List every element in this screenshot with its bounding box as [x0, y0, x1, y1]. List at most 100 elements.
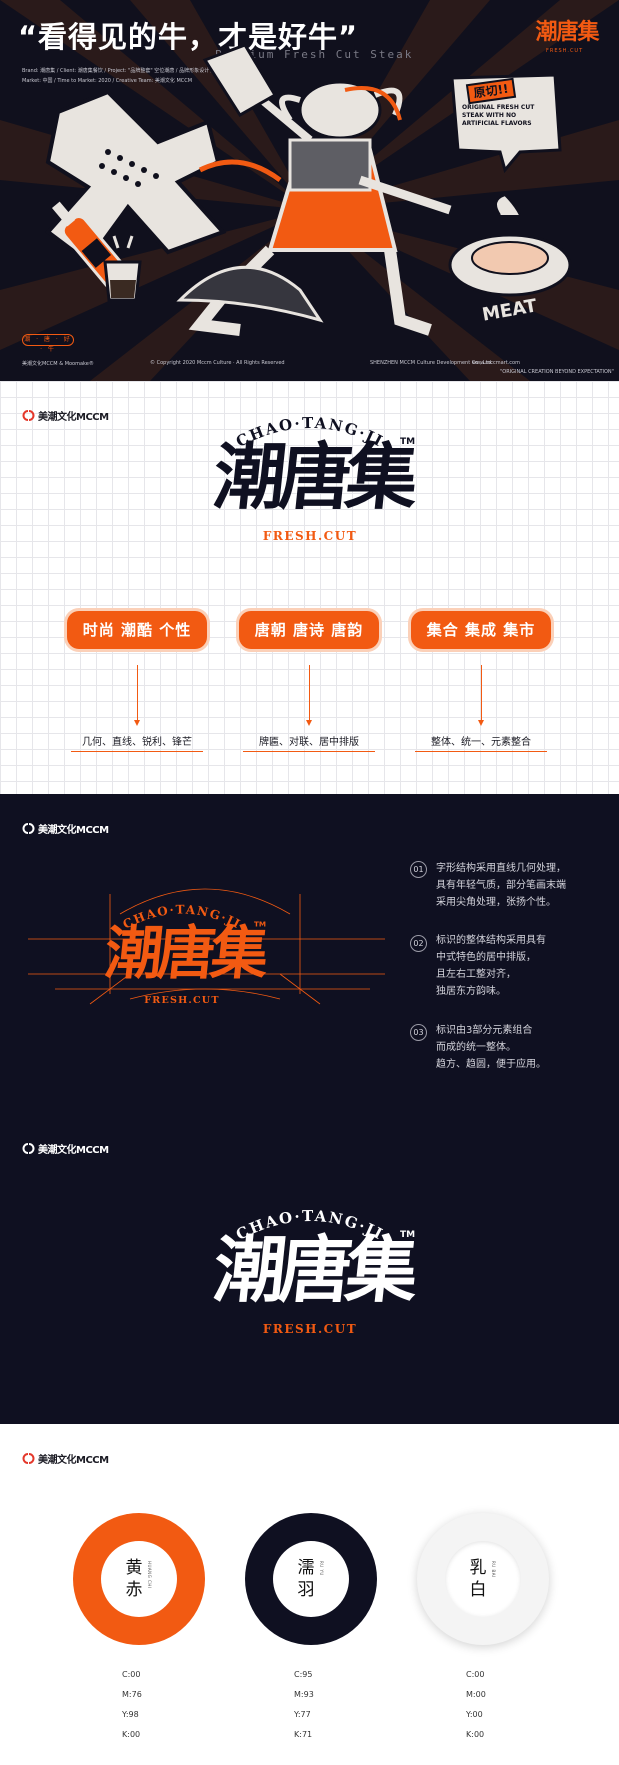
- cmyk-y: Y:77: [294, 1710, 311, 1719]
- color-swatch: 濡羽 RU YU: [245, 1513, 377, 1645]
- arrow-down-icon: [306, 665, 312, 726]
- logo-wordmark: 潮唐集: [209, 435, 417, 519]
- bull-warrior-illustration: [45, 43, 572, 336]
- hero-foot-site: www.mccmart.com: [472, 360, 520, 366]
- logo-arc: CHAO·TANG·JI: [233, 414, 385, 451]
- logo-tm: TM: [254, 920, 267, 929]
- explain-text: 字形结构采用直线几何处理， 具有年轻气质，部分笔画末端 采用尖角处理，张扬个性。: [436, 860, 619, 911]
- reversed-logo: CHAO·TANG·JI 潮唐集 TM FRESH.CUT: [190, 1194, 430, 1364]
- hero-foot-brands: 美潮文化MCCM & Moomake®: [22, 361, 94, 367]
- speech-bubble: [450, 73, 562, 174]
- halftone-glyph-icon: [45, 89, 227, 265]
- explain-line: 采用尖角处理，张扬个性。: [436, 897, 556, 908]
- brand-text: 美潮文化MCCM: [38, 412, 109, 423]
- cmyk-m: M:93: [294, 1690, 314, 1699]
- swatch-center: 乳白 RU BAI: [445, 1541, 521, 1617]
- explain-text: 标识由3部分元素组合 而成的统一整体。 趋方、趋圆，便于应用。: [436, 1022, 619, 1073]
- brand-text: 美潮文化MCCM: [38, 825, 109, 836]
- hero-tag: 潮 · 唐 · 好 · 牛: [22, 334, 74, 353]
- hero-meta-line: Market: 中国 / Time to Market: 2020 / Crea…: [22, 78, 193, 84]
- explain-text: 标识的整体结构采用具有 中式特色的居中排版， 且左右工整对齐， 独居东方韵味。: [436, 932, 619, 1000]
- logo-arc: CHAO·TANG·JI: [121, 902, 242, 931]
- hero-poster: “看得见的牛，才是好牛” Premium Fresh Cut Steak 潮唐集…: [0, 0, 619, 381]
- concept-pill: 集合 集成 集市: [411, 611, 551, 649]
- swatch-center: 濡羽 RU YU: [273, 1541, 349, 1617]
- brand-logo-icon: [22, 410, 35, 421]
- concept-note: 整体、统一、元素整合: [411, 733, 551, 752]
- brand-mark: 美潮文化MCCM: [22, 408, 109, 423]
- explain-line: 独居东方韵味。: [436, 986, 506, 997]
- cmyk-c: C:00: [466, 1670, 485, 1679]
- concept-pill: 唐朝 唐诗 唐韵: [239, 611, 379, 649]
- swatch-name: 乳白: [469, 1558, 487, 1600]
- glass-icon: [103, 235, 142, 302]
- cmyk-c: C:95: [294, 1670, 313, 1679]
- brand-mark: 美潮文化MCCM: [22, 821, 109, 836]
- swatch-en: RU BAI: [491, 1561, 496, 1578]
- logo-fresh: FRESH.CUT: [262, 1322, 358, 1336]
- concept-note: 几何、直线、锐利、锋芒: [67, 733, 207, 752]
- main-logo: CHAO·TANG·JI 潮唐集 TM FRESH.CUT: [190, 401, 430, 571]
- logo-arc: CHAO·TANG·JI: [233, 1207, 385, 1244]
- hero-logo: 潮唐集: [535, 20, 599, 45]
- brand-mark: 美潮文化MCCM: [22, 1451, 109, 1466]
- cmyk-k: K:00: [122, 1730, 141, 1739]
- explain-line: 而成的统一整体。: [436, 1042, 516, 1053]
- steak-plate-icon: [448, 193, 572, 297]
- explain-line: 具有年轻气质，部分笔画末端: [436, 880, 566, 891]
- explain-line: 中式特色的居中排版，: [436, 952, 536, 963]
- swatch-name: 濡羽: [297, 1558, 315, 1600]
- hero-logo-sub: FRESH.CUT: [546, 48, 584, 54]
- explain-line: 标识的整体结构采用具有: [436, 935, 546, 946]
- hero-subtitle: Premium Fresh Cut Steak: [215, 48, 414, 61]
- cmyk-y: Y:98: [122, 1710, 139, 1719]
- bubble-text: ORIGINAL FRESH CUT STEAK WITH NO ARTIFIC…: [462, 104, 535, 127]
- construction-logo: CHAO·TANG·JI 潮唐集 TM FRESH.CUT: [86, 892, 278, 1028]
- logo-reversed-section: 美潮文化MCCM CHAO·TANG·JI 潮唐集 TM FRESH.CUT: [0, 1114, 619, 1424]
- cmyk-c: C:00: [122, 1670, 141, 1679]
- brand-text: 美潮文化MCCM: [38, 1455, 109, 1466]
- brand-logo-icon: [22, 1453, 35, 1464]
- cmyk-values: C:00 M:00 Y:00 K:00: [466, 1665, 486, 1745]
- swatch-center: 黄赤 HUANG CHI: [101, 1541, 177, 1617]
- swatch-name: 黄赤: [125, 1558, 143, 1600]
- hero-foot-company: SHENZHEN MCCM Culture Development Co., L…: [370, 360, 493, 366]
- swatch-en: RU YU: [319, 1561, 324, 1576]
- arrow-down-icon: [134, 665, 140, 726]
- cmyk-k: K:00: [466, 1730, 485, 1739]
- color-swatch: 乳白 RU BAI: [417, 1513, 549, 1645]
- hero-foot-copyright: © Copyright 2020 Mccm Culture · All Righ…: [150, 360, 285, 366]
- explain-line: 趋方、趋圆，便于应用。: [436, 1059, 546, 1070]
- warrior-body: [176, 80, 452, 336]
- logo-concept-section: 美潮文化MCCM CHAO·TANG·JI 潮唐集 TM FRESH.CUT 时…: [0, 381, 619, 794]
- hero-foot-slogan: "ORIGINAL CREATION BEYOND EXPECTATION": [500, 369, 614, 375]
- brand-logo-icon: [22, 823, 35, 834]
- logo-tm: TM: [400, 1230, 416, 1240]
- concept-pill: 时尚 潮酷 个性: [67, 611, 207, 649]
- arrow-down-icon: [478, 665, 484, 726]
- logo-tm: TM: [400, 437, 416, 447]
- cmyk-k: K:71: [294, 1730, 313, 1739]
- brand-logo-icon: [22, 1143, 35, 1154]
- explain-number: 01: [410, 861, 427, 878]
- swatch-en: HUANG CHI: [147, 1561, 152, 1589]
- logo-fresh: FRESH.CUT: [144, 994, 220, 1006]
- explain-line: 标识由3部分元素组合: [436, 1025, 533, 1036]
- brand-text: 美潮文化MCCM: [38, 1145, 109, 1156]
- cmyk-values: C:95 M:93 Y:77 K:71: [294, 1665, 314, 1745]
- concept-note: 牌匾、对联、居中排版: [239, 733, 379, 752]
- cmyk-values: C:00 M:76 Y:98 K:00: [122, 1665, 142, 1745]
- hero-title: “看得见的牛，才是好牛”: [18, 20, 359, 54]
- explain-line: 字形结构采用直线几何处理，: [436, 863, 566, 874]
- explain-number: 02: [410, 935, 427, 952]
- logo-wordmark: 潮唐集: [101, 919, 268, 987]
- color-swatch: 黄赤 HUANG CHI: [73, 1513, 205, 1645]
- construction-guides: [28, 888, 385, 1005]
- cmyk-m: M:00: [466, 1690, 486, 1699]
- brand-mark: 美潮文化MCCM: [22, 1141, 109, 1156]
- cmyk-m: M:76: [122, 1690, 142, 1699]
- explain-line: 且左右工整对齐，: [436, 969, 516, 980]
- color-palette-section: 美潮文化MCCM 黄赤 HUANG CHI C:00 M:76 Y:98 K:0…: [0, 1424, 619, 1765]
- explain-number: 03: [410, 1024, 427, 1041]
- logo-fresh: FRESH.CUT: [262, 529, 358, 543]
